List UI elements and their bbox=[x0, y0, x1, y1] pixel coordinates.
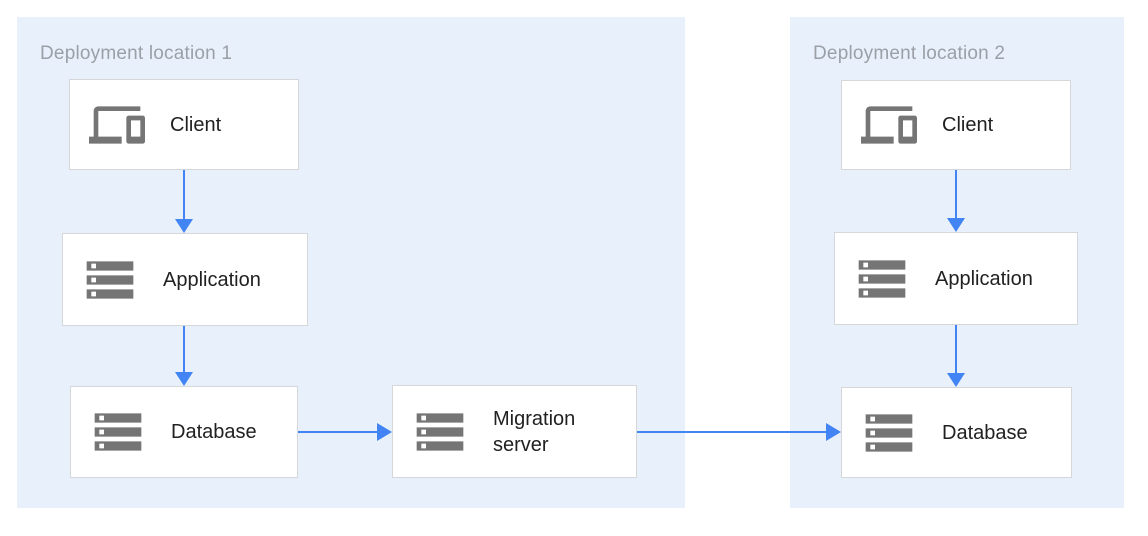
arrowhead-down-icon bbox=[175, 219, 193, 233]
node-application-2: Application bbox=[834, 232, 1078, 325]
node-database-1: Database bbox=[70, 386, 298, 478]
arrow-shaft bbox=[637, 431, 827, 433]
storage-icon bbox=[412, 404, 468, 460]
deployment-location-1-label: Deployment location 1 bbox=[40, 43, 233, 64]
arrow-shaft bbox=[298, 431, 378, 433]
arrowhead-right-icon bbox=[377, 423, 392, 441]
node-label: Database bbox=[942, 421, 1028, 444]
node-label: Migration server bbox=[493, 407, 576, 456]
node-client-2: Client bbox=[841, 80, 1071, 170]
storage-icon bbox=[90, 404, 146, 460]
arrow-shaft bbox=[955, 170, 957, 219]
node-application-1: Application bbox=[62, 233, 308, 326]
arrow-client1-to-application1 bbox=[175, 170, 193, 233]
storage-icon bbox=[82, 252, 138, 308]
node-label: Application bbox=[935, 267, 1033, 290]
arrow-client2-to-application2 bbox=[947, 170, 965, 232]
arrow-application1-to-database1 bbox=[175, 326, 193, 386]
devices-icon bbox=[861, 97, 917, 153]
arrow-migration-server-to-database2 bbox=[637, 423, 841, 441]
deployment-location-2-label: Deployment location 2 bbox=[813, 43, 1006, 64]
arrow-shaft bbox=[955, 325, 957, 374]
devices-icon bbox=[89, 97, 145, 153]
arrow-shaft bbox=[183, 326, 185, 373]
node-database-2: Database bbox=[841, 387, 1072, 478]
node-label: Client bbox=[942, 114, 994, 136]
arrow-shaft bbox=[183, 170, 185, 220]
arrowhead-down-icon bbox=[175, 372, 193, 386]
node-label: Database bbox=[171, 421, 257, 443]
node-client-1: Client bbox=[69, 79, 299, 170]
arrow-application2-to-database2 bbox=[947, 325, 965, 387]
node-migration-server: Migration server bbox=[392, 385, 637, 478]
arrowhead-down-icon bbox=[947, 373, 965, 387]
storage-icon bbox=[854, 251, 910, 307]
node-label: Application bbox=[163, 268, 261, 291]
arrowhead-right-icon bbox=[826, 423, 841, 441]
arrow-database1-to-migration-server bbox=[298, 423, 392, 441]
storage-icon bbox=[861, 405, 917, 461]
node-label: Client bbox=[170, 113, 222, 136]
arrowhead-down-icon bbox=[947, 218, 965, 232]
